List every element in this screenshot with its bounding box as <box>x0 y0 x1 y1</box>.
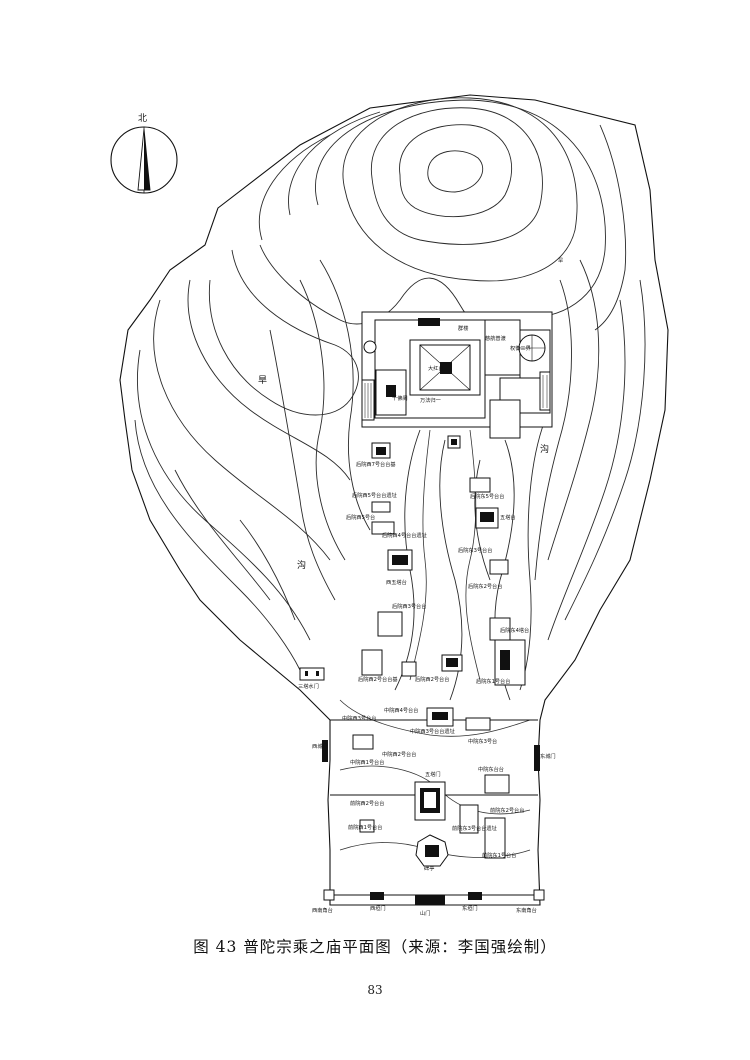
label-rear-west-2: 后院西2号台台 <box>415 675 449 683</box>
label-southwest-corner: 西南角台 <box>312 906 333 914</box>
contour-lines <box>134 97 646 701</box>
label-rear-east-5: 后院东5号台台 <box>470 492 504 500</box>
label-mid-west-3: 中院西3号台台 <box>342 714 376 722</box>
north-arrow-icon <box>110 126 178 194</box>
label-front-west-2: 前院西2号台台 <box>350 799 384 807</box>
page-number: 83 <box>367 983 383 997</box>
label-rear-east-2: 后院东2号台台 <box>468 582 502 590</box>
label-quanheng-sanjie: 权衡三界 <box>510 344 531 352</box>
label-front-east-1: 前院东1号台台 <box>482 851 516 859</box>
site-boundary <box>119 94 669 906</box>
label-southeast-corner: 东南角台 <box>516 906 537 914</box>
label-qianfo-ge: 千佛阁 <box>392 394 408 402</box>
label-rear-west-5-ruin: 后院西5号台台遗址 <box>352 491 397 499</box>
label-rear-east-1: 后院东1号台台 <box>476 677 510 685</box>
label-east-city-gate: 东城门 <box>540 752 556 760</box>
label-west-wall-gate: 西垣门 <box>370 904 386 912</box>
front-wall <box>299 667 545 905</box>
label-five-pagoda: 五塔台 <box>500 513 516 521</box>
label-rear-west-7: 后院西7号台台基 <box>356 460 396 468</box>
label-dahongtai: 大红台 <box>428 364 444 372</box>
gully-label-east: 沟 <box>540 443 549 455</box>
label-rear-west-3: 后院西3号台台 <box>392 602 426 610</box>
label-rear-west-4-ruin: 后院西4号台台遗址 <box>382 531 427 539</box>
label-qunlou: 群楼 <box>458 324 468 332</box>
label-rear-east-4-pagoda: 后院东4塔台 <box>500 626 529 634</box>
label-front-west-1: 前院西1号台台 <box>348 823 382 831</box>
middle-courtyard <box>322 707 540 796</box>
label-mid-east: 中院东台台 <box>478 765 504 773</box>
label-mid-west-2: 中院西2号台台 <box>382 750 416 758</box>
label-three-pagoda-water-gate: 三塔水门 <box>298 682 319 690</box>
rear-courtyard-buildings <box>361 442 526 686</box>
gully-label-west-bottom: 沟 <box>297 559 306 571</box>
front-courtyard <box>359 781 506 867</box>
label-west-five-pagoda: 西五塔台 <box>386 578 407 586</box>
north-label: 北 <box>138 113 147 124</box>
label-front-east-2: 前院东2号台台 <box>490 806 524 814</box>
label-mid-east-3: 中院东3号台 <box>468 737 497 745</box>
label-rear-west-2-base: 后院西2号台台基 <box>358 675 398 683</box>
gully-label-west-top: 旱 <box>258 375 267 386</box>
label-mid-west-1: 中院西1号台台 <box>350 758 384 766</box>
label-front-east-3-ruin: 前院东3号台台遗址 <box>452 824 497 832</box>
figure-caption: 图 43 普陀宗乘之庙平面图（来源：李国强绘制） <box>193 938 557 956</box>
label-mountain-gate: 山门 <box>420 909 430 917</box>
label-mid-west-3-ruin: 中院西3号台台遗址 <box>410 727 455 735</box>
label-cihang-pudu: 慈航普渡 <box>485 334 506 342</box>
gully-label-east-top: 旱 <box>558 257 563 264</box>
dahongtai-complex <box>361 311 553 449</box>
label-west-city-gate: 西城门 <box>312 742 328 750</box>
label-rear-east-3: 后院东3号台台 <box>458 546 492 554</box>
label-five-pagoda-gate: 五塔门 <box>425 770 441 778</box>
label-wanfa-guiyi: 万法归一 <box>420 396 441 404</box>
label-east-wall-gate: 东垣门 <box>462 904 478 912</box>
label-stele-pavilion: 碑亭 <box>424 864 434 872</box>
label-mid-west-4: 中院西4号台台 <box>384 706 418 714</box>
label-rear-west-5: 后院西5号台 <box>346 513 375 521</box>
